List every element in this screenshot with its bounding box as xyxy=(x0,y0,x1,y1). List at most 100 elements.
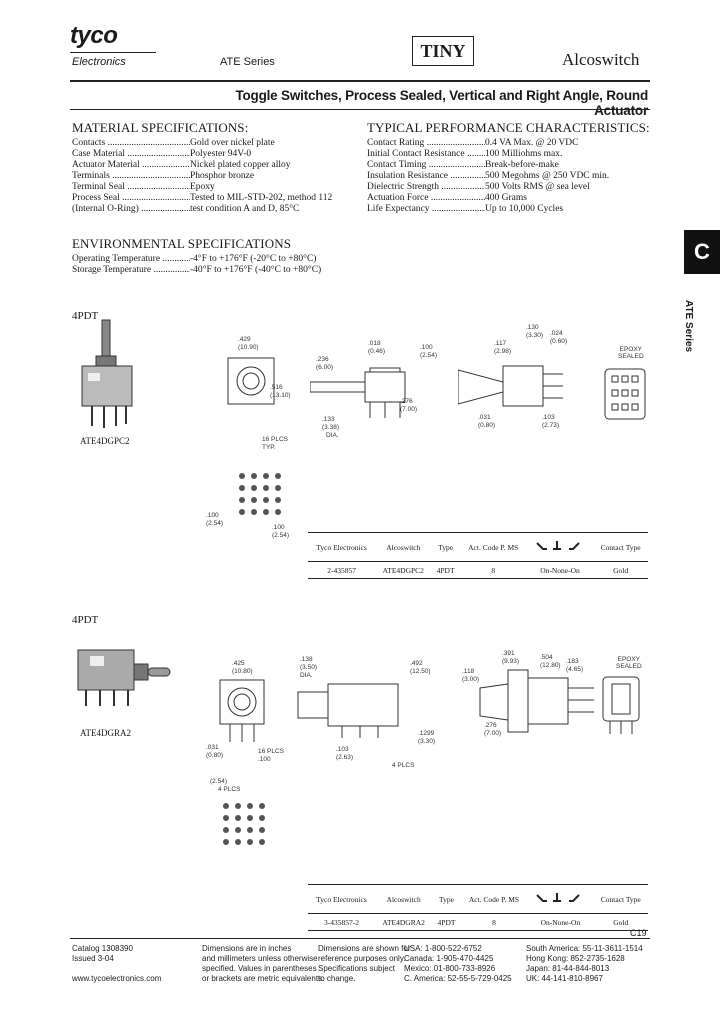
spec-row: Dielectric Strength500 Volts RMS @ sea l… xyxy=(367,182,657,193)
table-cell: ATE4DGPC2 xyxy=(375,561,432,579)
spec-label: Actuator Material xyxy=(72,160,190,171)
footer-line: UK: 44-141-810-8967 xyxy=(526,974,603,983)
table-row: 2-435857 ATE4DGPC2 4PDT 8 On-None-On Gol… xyxy=(308,561,648,579)
table-cell: 8 xyxy=(459,561,527,579)
table-header-row: Tyco Electronics Alcoswitch Type Act. Co… xyxy=(308,532,648,562)
column-header: Act. Code P. MS xyxy=(460,884,528,914)
toggle-position-icon xyxy=(536,541,580,550)
dim-label: 16 PLCS xyxy=(262,436,289,443)
spec-label: Terminal Seal xyxy=(72,182,190,193)
dim-label: .100 xyxy=(206,512,219,519)
epoxy-drawing xyxy=(604,368,646,420)
footer-line: C. America: 52-55-5-729-0425 xyxy=(404,974,512,983)
dim-label: .391 xyxy=(502,650,515,657)
dim-label: (3.38) xyxy=(322,424,339,431)
table-header-row: Tyco Electronics Alcoswitch Type Act. Co… xyxy=(308,884,648,914)
dim-label: .516 xyxy=(270,384,283,391)
column-header: Contact Type xyxy=(593,532,648,562)
table-row: 3-435857-2 ATE4DGRA2 4PDT 8 On-None-On G… xyxy=(308,913,648,931)
dim-label: (9.93) xyxy=(502,658,519,665)
footer-line: or brackets are metric equivalents. xyxy=(202,974,325,983)
column-header: Contact Type xyxy=(593,884,648,914)
dim-label: (2.98) xyxy=(494,348,511,355)
footer-link[interactable]: www.tycoelectronics.com xyxy=(72,974,162,983)
footer-line: Canada: 1-905-470-4425 xyxy=(404,954,494,963)
header-divider xyxy=(70,80,650,82)
dim-label: (2.73) xyxy=(542,422,559,429)
column-header: Alcoswitch xyxy=(374,884,433,914)
toggle-position-icon xyxy=(536,893,581,902)
dim-label: .100 xyxy=(258,756,271,763)
footer-line: Dimensions are shown for xyxy=(318,944,411,953)
column-header: Alcoswitch xyxy=(375,532,432,562)
dim-label: .118 xyxy=(462,668,475,675)
tiny-logo: TINY xyxy=(412,36,474,66)
variant-heading: 4PDT xyxy=(72,310,99,322)
title-divider xyxy=(70,109,650,110)
side-view-drawing xyxy=(297,683,399,738)
column-header: Type xyxy=(431,532,460,562)
dim-label: .100 xyxy=(420,344,433,351)
spec-value: Polyester 94V-0 xyxy=(190,149,252,159)
dim-label: (2.63) xyxy=(336,754,353,761)
footer-line: Hong Kong: 852-2735-1628 xyxy=(526,954,625,963)
spec-row: Actuation Force400 Grams xyxy=(367,193,657,204)
spec-label: Life Expectancy xyxy=(367,204,485,215)
dim-label: .425 xyxy=(232,660,245,667)
spec-label: Initial Contact Resistance xyxy=(367,149,485,160)
dim-label: .276 xyxy=(484,722,497,729)
part-label: ATE4DGRA2 xyxy=(80,728,131,738)
dim-label: .024 xyxy=(550,330,563,337)
dim-label: (7.00) xyxy=(400,406,417,413)
dim-label: DIA. xyxy=(326,432,339,439)
ordering-table: Tyco Electronics Alcoswitch Type Act. Co… xyxy=(308,884,648,931)
section-tab-label: ATE Series xyxy=(678,300,698,360)
table-cell: On-None-On xyxy=(527,913,594,931)
spec-value: Gold over nickel plate xyxy=(190,138,275,148)
dim-label: (10.80) xyxy=(232,668,253,675)
dim-label: .031 xyxy=(206,744,219,751)
spec-value: Break-before-make xyxy=(485,160,559,170)
spec-value: 400 Grams xyxy=(485,193,527,203)
column-header: Type xyxy=(432,884,461,914)
spec-value: Nickel plated copper alloy xyxy=(190,160,291,170)
epoxy-line: EPOXY xyxy=(619,346,643,353)
epoxy-line: SEALED xyxy=(618,353,644,360)
spec-label: Storage Temperature xyxy=(72,265,190,276)
dim-label: .138 xyxy=(300,656,313,663)
dim-label: (3.00) xyxy=(462,676,479,683)
footer-line: specified. Values in parentheses xyxy=(202,964,317,973)
footer-line: Catalog 1308390 xyxy=(72,944,133,953)
spec-label: Terminals xyxy=(72,171,190,182)
dim-label: (2.54) xyxy=(420,352,437,359)
spec-row: Storage Temperature-40°F to +176°F (-40°… xyxy=(72,265,372,276)
dim-label: .130 xyxy=(526,324,539,331)
dim-label: (0.80) xyxy=(206,752,223,759)
table-cell: Gold xyxy=(593,913,648,931)
spec-row: (Internal O-Ring)test condition A and D,… xyxy=(72,204,362,215)
spec-label: (Internal O-Ring) xyxy=(72,204,190,215)
top-view-drawing xyxy=(227,357,275,405)
toggle-position-icons xyxy=(526,532,594,562)
dim-label: TYP. xyxy=(262,444,276,451)
dim-label: .1299 xyxy=(418,730,435,737)
dim-label: (3.30) xyxy=(418,738,435,745)
spec-label: Dielectric Strength xyxy=(367,182,485,193)
dim-label: (6.00) xyxy=(316,364,333,371)
dim-label: .276 xyxy=(400,398,413,405)
brand-sub: Electronics xyxy=(72,56,126,68)
epoxy-line: SEALED xyxy=(616,663,642,670)
spec-row: Operating Temperature-4°F to +176°F (-20… xyxy=(72,254,372,265)
dim-label: (2.54) xyxy=(272,532,289,539)
dim-label: .133 xyxy=(322,416,335,423)
spec-value: Tested to MIL-STD-202, method 112 xyxy=(190,193,333,203)
dim-label: (4.65) xyxy=(566,666,583,673)
spec-value: -40°F to +176°F (-40°C to +80°C) xyxy=(190,265,322,275)
dim-label: .429 xyxy=(238,336,251,343)
spec-label: Operating Temperature xyxy=(72,254,190,265)
footer-line: Dimensions are in inches xyxy=(202,944,292,953)
spec-row: Insulation Resistance500 Megohms @ 250 V… xyxy=(367,171,657,182)
dim-label: (0.80) xyxy=(478,422,495,429)
spec-label: Process Seal xyxy=(72,193,190,204)
footer-contacts-americas: USA: 1-800-522-6752 Canada: 1-905-470-44… xyxy=(404,944,534,984)
